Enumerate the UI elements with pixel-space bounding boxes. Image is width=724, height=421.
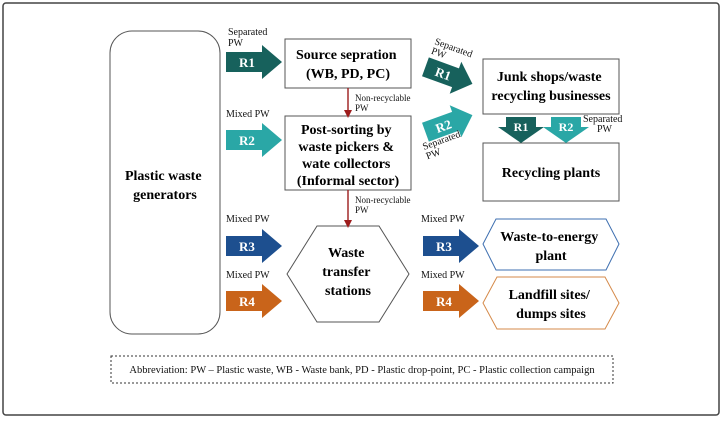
transfer-stations-label-1: Waste — [328, 246, 365, 261]
source-separation-label-2: (WB, PD, PC) — [306, 67, 390, 82]
mixed-pw-r3-left: Mixed PW — [226, 214, 270, 225]
r1-arrow-junk-shops-label: R1 — [433, 64, 453, 84]
source-separation-label-1: Source sepration — [296, 48, 397, 63]
transfer-stations-label-2: transfer — [322, 265, 370, 280]
wte-plant-hexagon — [482, 218, 620, 271]
r2-arrow-post-sorting-label: R2 — [239, 133, 255, 148]
transfer-stations-label-3: stations — [325, 284, 371, 299]
separated-pw-recycling-2: PW — [597, 124, 613, 135]
transfer-stations-hexagon — [286, 225, 410, 323]
r2-arrow-recycling-label: R2 — [559, 120, 574, 134]
svg-text:Non-recyclable PW: Non-recyclable PW — [355, 93, 413, 113]
wte-plant-label-2: plant — [535, 249, 566, 264]
svg-text:Plastic waste generators: Plastic waste generators — [125, 169, 205, 203]
generators-label-1: Plastic waste — [125, 169, 202, 184]
r3-arrow-transfer-label: R3 — [239, 239, 255, 254]
generators-box — [109, 30, 221, 335]
separated-pw-left-2: PW — [228, 38, 244, 49]
separated-pw-left-1: Separated — [228, 27, 267, 38]
r3-arrow-transfer — [226, 229, 282, 263]
mixed-pw-r3-right: Mixed PW — [421, 214, 465, 225]
svg-text:Junk shops/waste recycling: Junk shops/waste recycling businesses — [491, 70, 611, 104]
junk-shops-box — [482, 58, 620, 115]
svg-text:Separated PW: Separated PW — [228, 27, 270, 49]
svg-text:Non-recyclable PW: Non-recyclable PW — [355, 195, 413, 215]
mixed-pw-r2: Mixed PW — [226, 109, 270, 120]
landfill-label-1: Landfill sites/ — [509, 288, 591, 303]
post-sorting-label-3: wate collectors — [302, 157, 391, 172]
r1-arrow-source — [226, 45, 282, 79]
r4-arrow-landfill — [423, 284, 479, 318]
post-sorting-box — [284, 115, 412, 191]
wte-plant-label-1: Waste-to-energy — [500, 230, 598, 245]
r2-arrow-junk-shops-label: R2 — [433, 116, 453, 136]
post-sorting-label-4: (Informal sector) — [297, 174, 400, 189]
abbreviation-box — [110, 355, 614, 384]
r1-arrow-recycling-label: R1 — [514, 120, 529, 134]
recycling-plants-box — [482, 142, 620, 202]
post-sorting-label-1: Post-sorting by — [301, 123, 392, 138]
r1-arrow-recycling — [498, 117, 544, 143]
nonrecyclable-label-1b: PW — [355, 103, 369, 113]
nonrecyclable-label-2a: Non-recyclable — [355, 195, 410, 205]
r3-arrow-wte — [423, 229, 479, 263]
landfill-hexagon — [482, 276, 620, 330]
mixed-pw-r4-left: Mixed PW — [226, 270, 270, 281]
r4-arrow-transfer — [226, 284, 282, 318]
mixed-pw-r4-right: Mixed PW — [421, 270, 465, 281]
svg-text:Waste transfer station: Waste transfer stations — [322, 246, 373, 299]
generators-label-2: generators — [133, 188, 197, 203]
separated-pw-diag-1b: PW — [430, 46, 448, 62]
r1-arrow-junk-shops: R1 — [422, 57, 473, 94]
r2-arrow-post-sorting — [226, 123, 282, 157]
r4-arrow-transfer-label: R4 — [239, 294, 255, 309]
svg-text:Landfill sites/ dumps site: Landfill sites/ dumps sites — [509, 288, 594, 322]
r2-arrow-recycling — [543, 117, 589, 143]
svg-text:Source sepration (WB, PD,: Source sepration (WB, PD, PC) — [296, 48, 400, 82]
r3-arrow-wte-label: R3 — [436, 239, 452, 254]
svg-text:Separated PW: Separated PW — [583, 114, 625, 135]
nonrecyclable-label-2b: PW — [355, 205, 369, 215]
nonrecyclable-label-1a: Non-recyclable — [355, 93, 410, 103]
junk-shops-label-1: Junk shops/waste — [497, 70, 602, 85]
separated-pw-diag-2b: PW — [425, 147, 443, 163]
svg-text:Waste-to-energy plant: Waste-to-energy plant — [500, 230, 601, 264]
r1-arrow-source-label: R1 — [239, 55, 255, 70]
separated-pw-recycling-1: Separated — [583, 114, 622, 125]
r4-arrow-landfill-label: R4 — [436, 294, 452, 309]
recycling-plants-label: Recycling plants — [502, 166, 601, 181]
junk-shops-label-2: recycling businesses — [491, 89, 611, 104]
landfill-label-2: dumps sites — [516, 307, 586, 322]
post-sorting-label-2: waste pickers & — [298, 140, 394, 155]
abbreviation-text: Abbreviation: PW – Plastic waste, WB - W… — [129, 365, 595, 376]
svg-text:Post-sorting by waste pick: Post-sorting by waste pickers & wate col… — [297, 123, 400, 189]
r2-arrow-junk-shops: R2 — [422, 105, 473, 142]
